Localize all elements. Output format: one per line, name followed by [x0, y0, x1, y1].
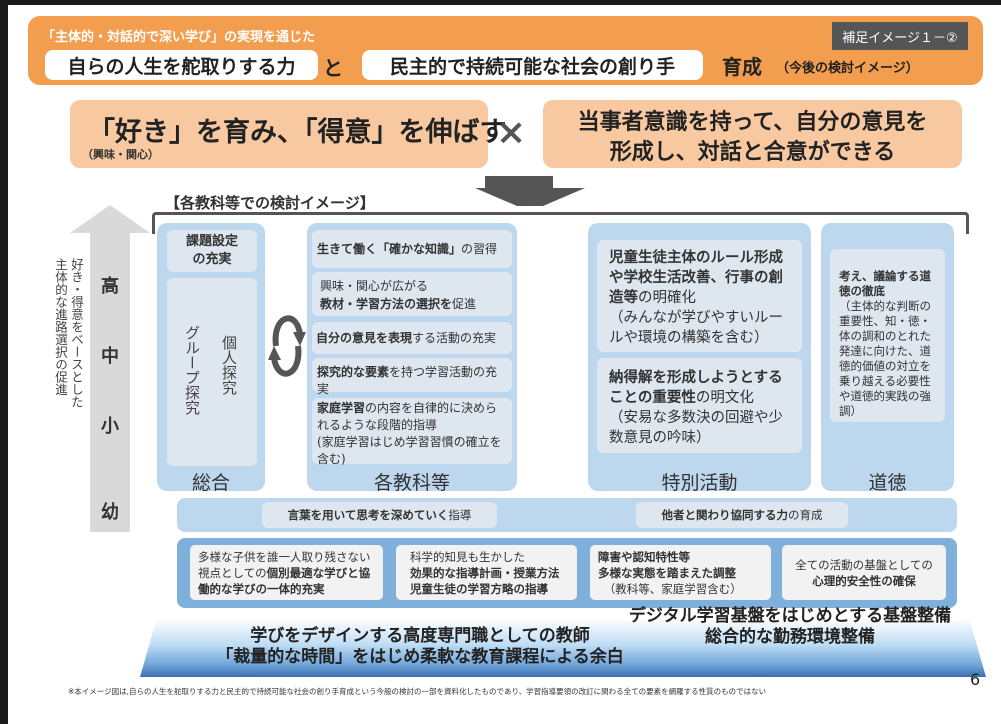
supplement-badge: 補足イメージ１－②: [832, 22, 968, 50]
cycle-arrows-icon: [268, 315, 306, 377]
window-frame-left: [0, 0, 8, 724]
school-level-arrow: [90, 232, 130, 532]
times-symbol: ×: [496, 112, 527, 153]
body-text: の育成: [788, 508, 823, 522]
level-middle: 中: [101, 346, 119, 367]
career-note-line2: 主体的な進路選択の促進: [53, 258, 68, 396]
body-text: の明確化: [638, 290, 696, 306]
base-foundation-band: [140, 618, 986, 677]
body-text: 多様な子供を誰一人取り残さない視点としての: [198, 550, 371, 580]
body-text: 指導: [448, 508, 472, 522]
level-elementary: 小: [101, 416, 119, 437]
sougou-theme-line2: の充実: [192, 252, 232, 267]
level-kindergarten: 幼: [101, 502, 119, 523]
column-label-moral: 道徳: [868, 472, 907, 494]
special-item: 児童生徒主体のルール形成や学校生活改善、行事の創造等の明確化 （みんなが学びやすい…: [597, 240, 802, 352]
emphasis-text: 障害や認知特性等: [598, 550, 690, 564]
header-ikusei: 育成: [722, 55, 762, 79]
career-choice-note: 好き・得意をベースとした 主体的な進路選択の促進: [52, 258, 84, 438]
emphasis-text: 教材・学習方法の選択を: [320, 297, 453, 311]
goal-pill-self-direction: 自らの人生を舵取りする力: [45, 50, 318, 80]
subjects-item: 興味・関心が広がる教材・学習方法の選択を促進: [312, 272, 512, 316]
common-item: 他者と関わり協同する力の育成: [636, 502, 848, 528]
body-text: 科学的知見も生かした: [410, 550, 525, 564]
column-label-sougou: 総合: [191, 472, 230, 494]
column-label-special: 特別活動: [661, 472, 738, 494]
emphasis-text: 生きて働く「確かな知識」: [317, 242, 462, 256]
emphasis-text: 納得解を形成しようとすることの重要性: [609, 370, 783, 406]
section-bracket: [152, 212, 969, 234]
body-text: 全ての活動の基盤としての: [795, 558, 933, 572]
emphasis-text: 効果的な指導計画・授業方法: [410, 566, 560, 580]
header-conjunction: と: [323, 56, 343, 80]
emphasis-text: 個別最適な学びと協働的な学びの一体的充実: [198, 566, 371, 596]
sougou-inquiry-box: [167, 278, 257, 466]
down-arrow-icon: [475, 176, 585, 206]
footnote: ※本イメージ図は,自らの人生を舵取りする力と民主的で持続可能な社会の創り手育成と…: [68, 687, 767, 696]
emphasis-text: 家庭学習: [317, 401, 366, 415]
sougou-theme-box: 課題設定 の充実: [167, 230, 257, 272]
career-note-line1: 好き・得意をベースとした: [69, 258, 84, 408]
body-text: する活動の充実: [412, 331, 497, 345]
subjects-item: 生きて働く「確かな知識」の習得: [312, 230, 512, 268]
level-high: 高: [101, 276, 119, 297]
header-subtitle: 「主体的・対話的で深い学び」の実現を通じた: [42, 30, 316, 45]
foundation-item: 全ての活動の基盤としての心理的安全性の確保: [782, 545, 946, 600]
base-left-line2: 「裁量的な時間」をはじめ柔軟な教育課程による余白: [216, 647, 624, 667]
goal-left-main: 「好き」を育み、「得意」を伸ばす: [88, 117, 507, 148]
body-text: （みんなが学びやすいルールや環境の構築を含む）: [609, 310, 783, 346]
subjects-item: 自分の意見を表現する活動の充実: [312, 322, 512, 354]
emphasis-text: 心理的安全性の確保: [812, 574, 916, 588]
foundation-item: 障害や認知特性等多様な実態を踏まえた調整 （教科等、家庭学習含む）: [590, 545, 771, 600]
body-text: の習得: [461, 242, 498, 256]
foundation-bar: 多様な子供を誰一人取り残さない視点としての個別最適な学びと協働的な学びの一体的充…: [177, 538, 957, 608]
emphasis-text: 他者と関わり協同する力: [661, 508, 789, 522]
base-left-line1: 学びをデザインする高度専門職としての教師: [250, 626, 590, 646]
emphasis-text: 児童生徒の学習方略の指導: [410, 582, 548, 596]
body-text: の明文化: [695, 390, 754, 406]
base-right-text: デジタル学習基盤をはじめとする基盤整備 総合的な勤務環境整備: [625, 606, 955, 648]
foundation-item: 多様な子供を誰一人取り残さない視点としての個別最適な学びと協働的な学びの一体的充…: [190, 545, 383, 600]
emphasis-text: 言葉を用いて思考を深めていく: [287, 508, 449, 522]
common-guidance-bar: 言葉を用いて思考を深めていく指導 他者と関わり協同する力の育成: [177, 498, 957, 532]
sougou-theme-line1: 課題設定: [185, 234, 238, 249]
group-inquiry: グループ探究: [183, 325, 201, 415]
goal-box-right: [543, 100, 962, 168]
body-text: (家庭学習はじめ学習習慣の確立を含む): [317, 435, 502, 466]
moral-item: 考え、議論する道徳の徹底（主体的な判断の重要性、知・徳・体の調和のとれた発達に向…: [830, 249, 945, 422]
goal-right-line2: 形成し、対話と合意ができる: [609, 140, 896, 165]
emphasis-text: 自分の意見を表現: [316, 331, 413, 345]
body-text: （主体的な判断の重要性、知・徳・体の調和のとれた発達に向けた、道徳的価値の対立を…: [839, 299, 931, 418]
base-left-text: 学びをデザインする高度専門職としての教師 「裁量的な時間」をはじめ柔軟な教育課程…: [150, 626, 690, 668]
base-right-line2: 総合的な勤務環境整備: [705, 627, 875, 647]
goal-right-line1: 当事者意識を持って、自分の意見を: [577, 110, 928, 135]
subjects-item: 家庭学習の内容を自律的に決められるような段階的指導(家庭学習はじめ学習習慣の確立…: [312, 398, 512, 466]
individual-inquiry: 個人探究: [220, 335, 238, 395]
body-text: （安易な多数決の回避や少数意見の吟味）: [609, 410, 783, 446]
column-label-subjects: 各教科等: [373, 472, 450, 494]
body-text: を持つ学習活動の充実: [317, 365, 498, 396]
goal-box-left: [70, 100, 488, 168]
goal-right-text: 当事者意識を持って、自分の意見を 形成し、対話と合意ができる: [543, 108, 962, 168]
body-text: （教科等、家庭学習含む）: [598, 582, 742, 596]
window-frame-top: [0, 0, 1001, 5]
special-item: 納得解を形成しようとすることの重要性の明文化 （安易な多数決の回避や少数意見の吟味…: [597, 358, 802, 453]
up-arrow-icon: [70, 205, 150, 233]
common-item: 言葉を用いて思考を深めていく指導: [262, 502, 497, 528]
emphasis-text: 児童生徒主体のルール形成や学校生活改善、行事の創造等: [609, 250, 783, 306]
body-text: 促進: [452, 297, 477, 311]
body-text: の内容を自律的に決められるような段階的指導: [317, 401, 498, 432]
goal-left-sub: （興味・関心）: [82, 148, 159, 161]
section-title: 【各教科等での検討イメージ】: [165, 194, 375, 212]
emphasis-text: 考え、議論する道徳の徹底: [839, 269, 931, 298]
goal-pill-society: 民主的で持続可能な社会の創り手: [362, 50, 703, 80]
emphasis-text: 探究的な要素: [317, 365, 390, 379]
subjects-item: 探究的な要素を持つ学習活動の充実: [312, 358, 512, 396]
base-right-line1: デジタル学習基盤をはじめとする基盤整備: [628, 606, 952, 626]
body-text: 興味・関心が広がる: [320, 279, 429, 293]
page-number: 6: [970, 670, 981, 689]
emphasis-text: 多様な実態を踏まえた調整: [598, 566, 736, 580]
header-kentou: （今後の検討イメージ）: [776, 61, 919, 76]
foundation-item: 科学的知見も生かした効果的な指導計画・授業方法児童生徒の学習方略の指導: [396, 545, 577, 600]
